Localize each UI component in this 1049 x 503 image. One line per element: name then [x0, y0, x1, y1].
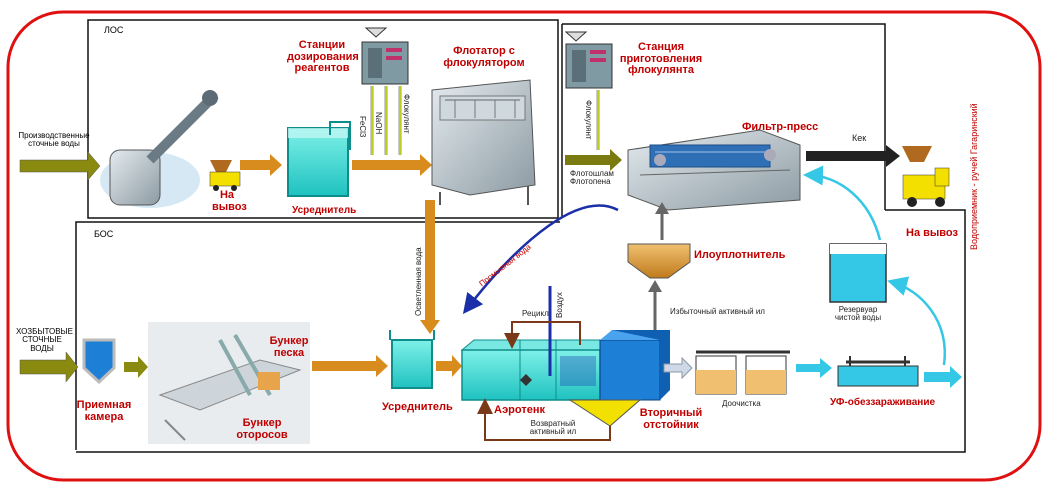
recycle-label: Рецикл: [522, 309, 549, 318]
domestic-inflow-arrow: [19, 351, 79, 383]
na-vyvoz-right-label: На вывоз: [906, 227, 958, 239]
cake-arrow: [806, 145, 900, 167]
los-section-label: ЛОС: [104, 25, 124, 35]
floc-vertical-label: Флокулянт: [584, 100, 593, 140]
recycle-loop: [504, 321, 581, 349]
return-sludge-line: [477, 398, 611, 441]
filter-press-label: Фильтр-пресс: [742, 121, 819, 133]
aerotank: [460, 339, 614, 401]
equalizer-bos-label: Усреднитель: [382, 401, 453, 413]
post-treatment-tanks: [695, 350, 790, 395]
arrow-to-uv: [796, 358, 832, 378]
reagent-fecl3-label: FeCl3: [358, 116, 367, 138]
arrow-to-grit: [124, 356, 148, 378]
uv-unit: [837, 356, 919, 387]
clarified-water-label: Осветленная вода: [414, 247, 423, 316]
equalizer-bos-tank: [389, 330, 435, 389]
floc-station-cabinet: [564, 31, 613, 89]
bos-section-label: БОС: [94, 229, 114, 239]
arrow-to-equalizer-los: [240, 154, 282, 176]
equalizer-los-tank: [287, 121, 351, 197]
truck-left-icon: [209, 160, 241, 191]
clarified-water-pipe: [425, 200, 435, 320]
uv-to-tank-curve: [887, 276, 947, 366]
truck-right-icon: [902, 146, 950, 207]
secondary-clarifier: [568, 330, 670, 427]
screw-screen-image: [100, 90, 219, 208]
outflow-arrow: [924, 366, 962, 388]
filter-section-box: [562, 23, 886, 210]
excess-sludge-label: Избыточный активный ил: [670, 307, 765, 316]
receiving-chamber: [82, 338, 116, 385]
los-section-box: [87, 19, 559, 219]
arrow-to-aerotank: [436, 355, 462, 377]
uv-label: УФ-обеззараживание: [830, 397, 936, 408]
reagent-naoh-label: NaOH: [374, 112, 383, 135]
thickener-label: Илоуплотнитель: [694, 249, 786, 261]
grit-removal-image: [148, 322, 310, 444]
thickener: [627, 243, 691, 279]
equalizer-los-label: Усреднитель: [292, 205, 357, 216]
cake-label: Кек: [852, 133, 867, 143]
arrow-to-equalizer-bos: [312, 355, 388, 377]
reagent-flocculant-label: Флокулянт: [402, 94, 411, 134]
post-treatment-label: Доочистка: [722, 399, 761, 408]
arrow-to-post-treatment: [663, 356, 693, 380]
industrial-inflow-arrow: [19, 151, 101, 181]
outer-frame: [6, 10, 1042, 482]
wash-water-curve: [462, 204, 619, 314]
arrow-to-flotator: [352, 154, 432, 176]
aerotank-label: Аэротенк: [494, 404, 545, 416]
air-label: Воздух: [555, 292, 564, 318]
flotoslam-arrow: [565, 149, 622, 171]
filter-press-image: [627, 129, 801, 211]
clean-water-tank: [829, 243, 887, 303]
bos-section-box: [75, 221, 560, 450]
dosing-station-cabinet: [361, 27, 409, 85]
flotator-image: [431, 79, 536, 205]
tank-to-press-curve: [803, 165, 882, 241]
receiver-label: Водоприемник - ручей Гагаринский: [969, 103, 979, 250]
